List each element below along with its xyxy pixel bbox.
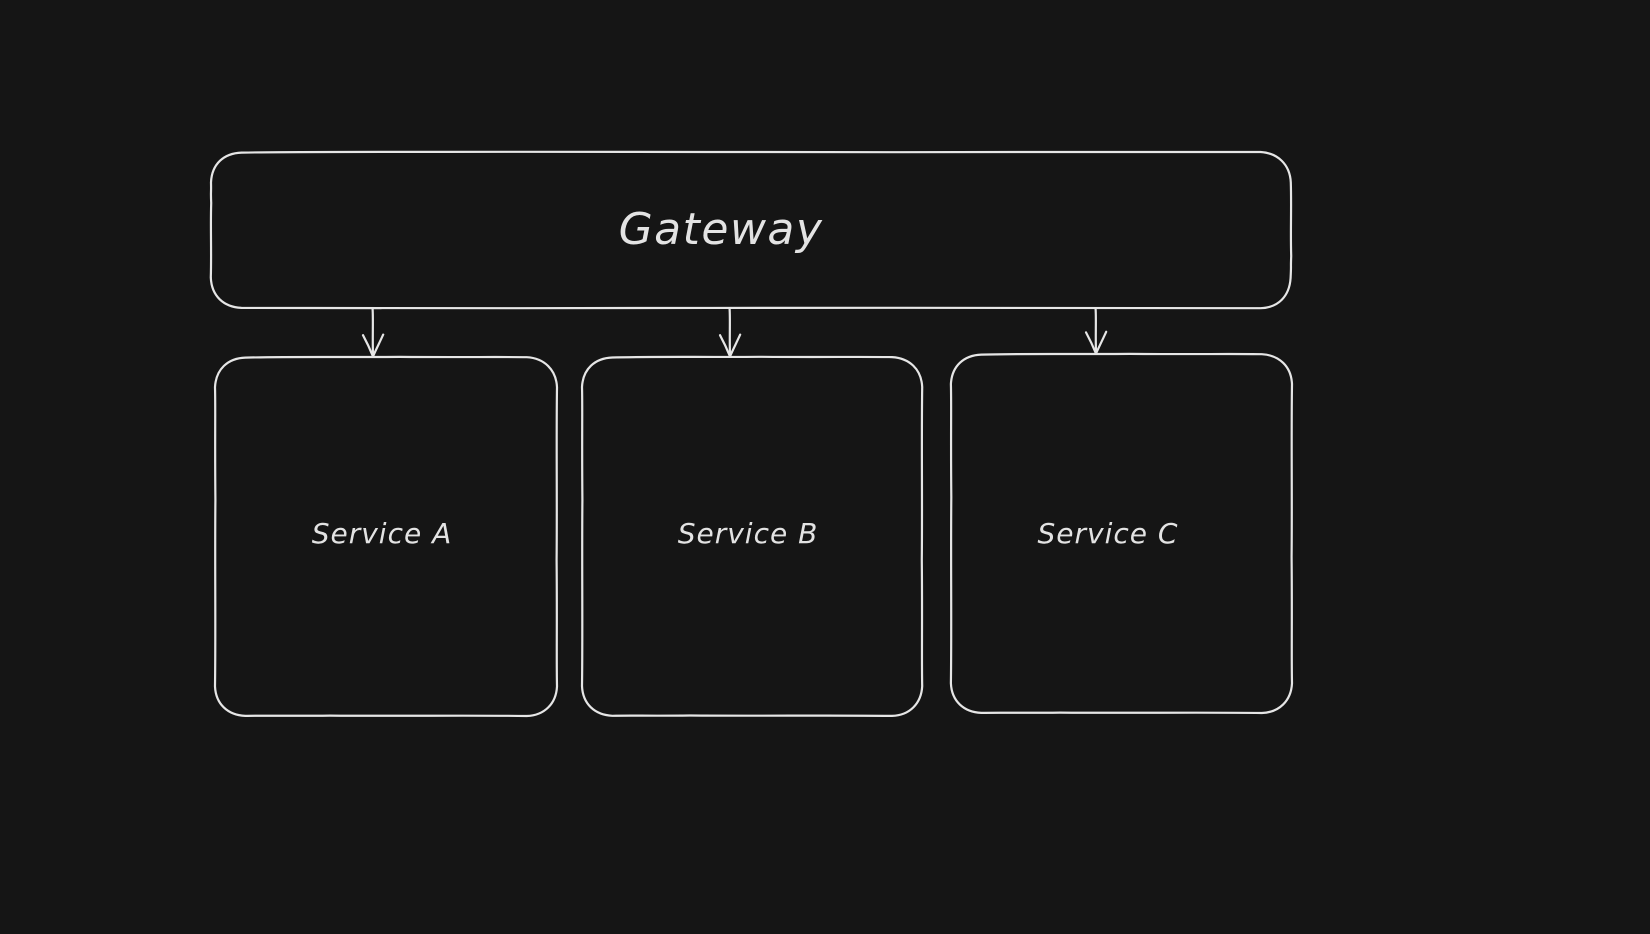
node-gateway[interactable]: Gateway [209,150,1293,310]
node-service-a[interactable]: Service A [213,355,559,718]
node-service-b-shape[interactable] [580,355,924,717]
node-service-a-shape[interactable] [213,355,559,718]
node-service-c[interactable]: Service C [949,352,1294,715]
node-service-b[interactable]: Service B [580,355,924,717]
node-gateway-label: Gateway [619,204,824,255]
node-service-b-label: Service B [678,517,819,550]
node-service-c-label: Service C [1038,517,1179,550]
node-gateway-shape[interactable] [209,150,1293,310]
edge-gateway-service-a-arrowhead [361,333,385,358]
node-service-a-label: Service A [312,517,453,550]
node-service-c-shape[interactable] [949,352,1294,715]
edge-gateway-service-b-arrowhead [718,333,742,358]
edge-gateway-service-b[interactable] [718,307,742,358]
edge-gateway-service-a[interactable] [361,307,385,358]
edge-gateway-service-c-arrowhead [1084,330,1108,355]
edge-gateway-service-c[interactable] [1084,307,1108,355]
